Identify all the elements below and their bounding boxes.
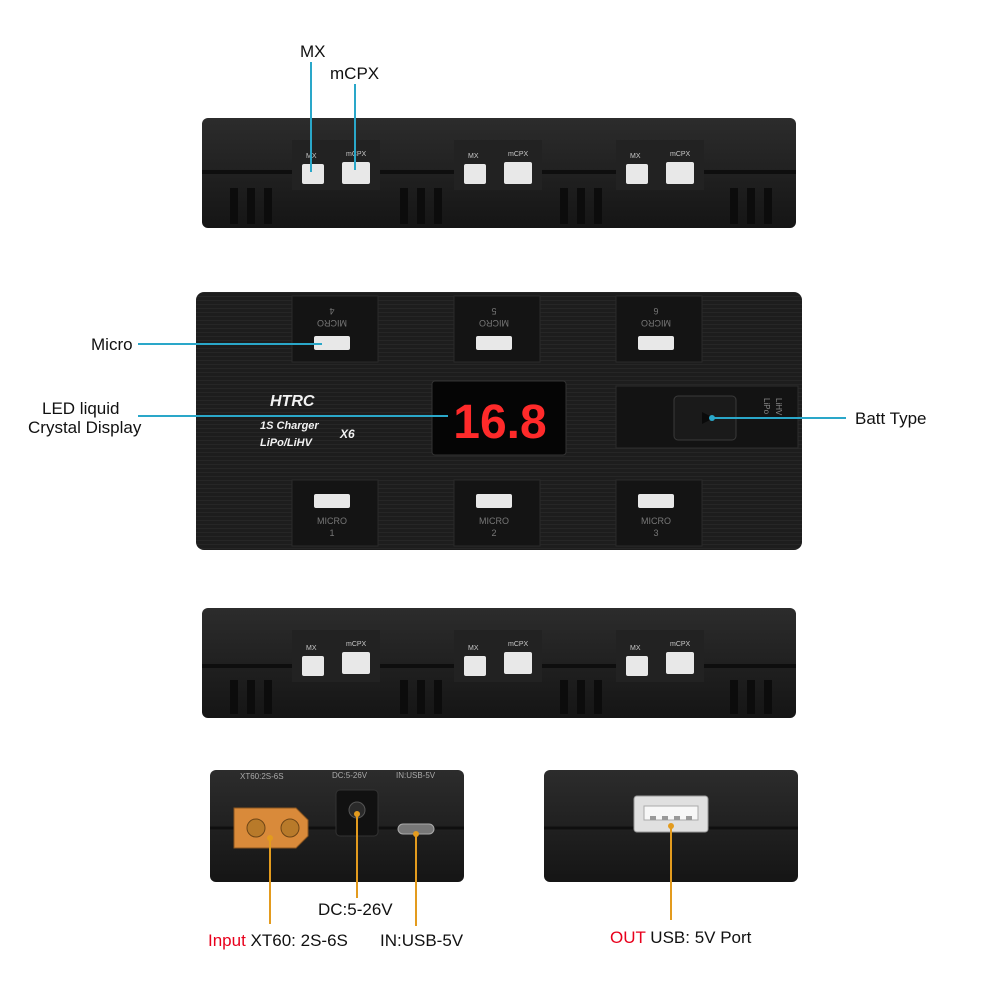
charger-input-end-view: XT60:2S-6S DC:5-26V IN:USB-5V: [210, 770, 464, 926]
port-label-mx: MX: [630, 645, 641, 652]
port-label-mx: MX: [630, 153, 641, 160]
charger-side-view-bottom: MX mCPX MX mCPX MX mCPX: [202, 608, 796, 718]
port-label-mcpx: mCPX: [670, 151, 691, 158]
model-line-2: LiPo/LiHV: [260, 437, 314, 449]
callout-dc: DC:5-26V: [318, 900, 393, 919]
batt-label-lihv: LiHV: [774, 398, 783, 416]
port-micro-label: MICRO: [317, 516, 347, 526]
port-label-mx: MX: [468, 153, 479, 160]
charger-top-view: MICRO MICRO MICRO 4 5 6 MICRO MICRO MICR…: [138, 292, 846, 550]
port-number: 1: [329, 528, 334, 538]
callout-input: Input XT60: 2S-6S: [208, 931, 348, 950]
side-label-usb: IN:USB-5V: [396, 771, 436, 780]
brand-logo: HTRC: [270, 393, 315, 410]
port-number: 3: [653, 528, 658, 538]
port-micro-label: MICRO: [479, 318, 509, 328]
port-micro-label: MICRO: [479, 516, 509, 526]
port-label-mcpx: mCPX: [508, 641, 529, 648]
charger-output-end-view: [544, 770, 798, 920]
callout-input-prefix: Input: [208, 931, 246, 950]
port-micro-label: MICRO: [317, 318, 347, 328]
callout-batt-type: Batt Type: [855, 409, 927, 428]
callout-out-rest: USB: 5V Port: [645, 928, 752, 947]
port-number: 4: [329, 306, 334, 316]
port-label-mx: MX: [306, 645, 317, 652]
callout-micro: Micro: [91, 335, 133, 354]
charger-side-view-top: MX mCPX MX mCPX MX mCPX: [202, 62, 796, 228]
led-display-value: 16.8: [453, 396, 546, 449]
port-micro-label: MICRO: [641, 318, 671, 328]
port-number: 6: [653, 306, 658, 316]
model-line-1: 1S Charger: [260, 420, 319, 432]
port-number: 5: [491, 306, 496, 316]
callout-mx: MX: [300, 42, 326, 61]
callout-mcpx: mCPX: [330, 64, 380, 83]
port-label-mcpx: mCPX: [670, 641, 691, 648]
port-label-mx: MX: [468, 645, 479, 652]
xt60-connector: [233, 807, 309, 849]
port-label-mcpx: mCPX: [346, 151, 367, 158]
callout-out: OUT USB: 5V Port: [610, 928, 751, 947]
port-label-mcpx: mCPX: [346, 641, 367, 648]
callout-led-line-1: LED liquid: [42, 399, 120, 418]
batt-label-lipo: LiPo: [762, 398, 771, 415]
callout-input-rest: XT60: 2S-6S: [245, 931, 348, 950]
port-label-mcpx: mCPX: [508, 151, 529, 158]
side-label-dc: DC:5-26V: [332, 771, 368, 780]
callout-led-line-2: Crystal Display: [28, 418, 142, 437]
port-number: 2: [491, 528, 496, 538]
callout-usb-in: IN:USB-5V: [380, 931, 464, 950]
model-code: X6: [339, 427, 355, 441]
port-micro-label: MICRO: [641, 516, 671, 526]
side-label-xt60: XT60:2S-6S: [240, 772, 284, 781]
callout-out-prefix: OUT: [610, 928, 646, 947]
